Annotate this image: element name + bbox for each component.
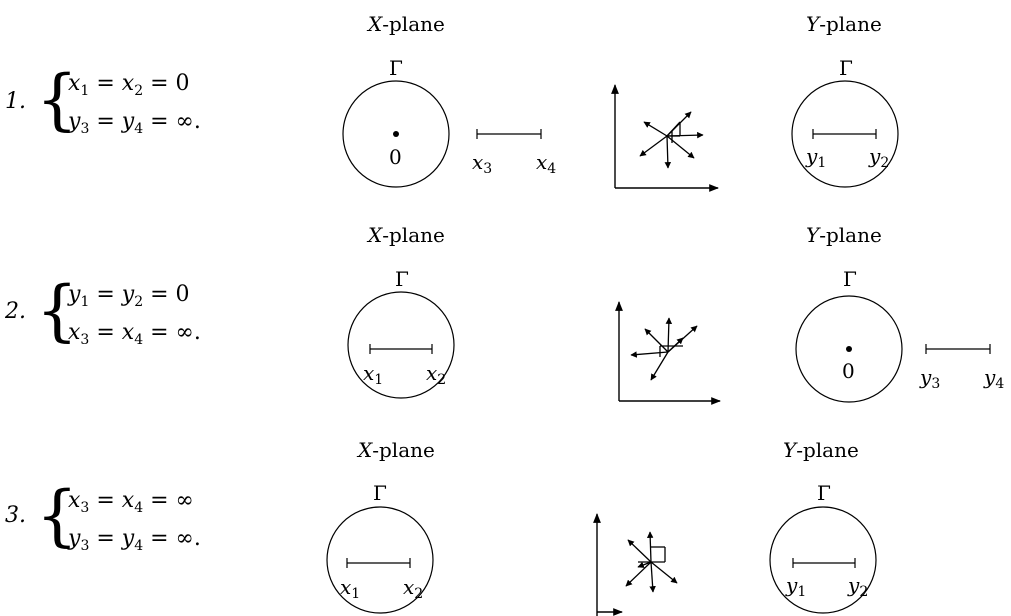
x-plane-title: X-plane [366,12,445,36]
row-2-x-plane: X-plane Γ x1 x2 [347,223,455,399]
y-plane-title: Y-plane [783,438,859,462]
row-1-arrow-diagram [611,84,719,192]
segment-right-label: y4 [983,365,1004,392]
gamma-label: Γ [839,56,853,80]
segment-right-label: y2 [847,573,868,600]
contour-circle [326,506,434,614]
gamma-label: Γ [817,481,831,505]
origin-label: 0 [389,145,402,169]
segment-right-label: x4 [536,150,556,177]
row-1-eq-1: x1 = x2 = 0 [68,71,190,99]
row-1-conditions: 1. { x1 = x2 = 0 y3 = y4 = ∞. [5,61,201,138]
segment-left-label: y1 [785,573,806,600]
row-2-arrow-diagram [615,301,721,405]
gamma-label: Γ [843,267,857,291]
cut-segment [369,344,433,354]
origin-dot [393,131,399,137]
contour-circle [795,295,903,403]
row-1-eq-2: y3 = y4 = ∞. [67,109,201,137]
segment-right-label: x2 [403,575,423,602]
contour-circle [791,80,899,188]
row-3-number: 3. [5,503,26,528]
segment-left-label: y1 [805,144,826,171]
gamma-label: Γ [389,56,403,80]
origin-label: 0 [842,359,855,383]
row-1-brace: { [36,61,78,138]
x-plane-title: X-plane [356,438,435,462]
row-3-x-plane: X-plane Γ x1 x2 [326,438,435,614]
cut-segment [476,129,542,139]
row-2-eq-2: x3 = x4 = ∞. [68,320,201,348]
row-2: 2. { y1 = y2 = 0 x3 = x4 = ∞. X-plane Γ … [4,223,1004,405]
row-1-y-plane: Y-plane Γ y1 y2 [791,12,899,188]
segment-left-label: x1 [363,361,383,388]
row-3-arrow-diagram [593,513,678,616]
segment-right-label: y2 [868,144,889,171]
arrow-star [639,111,704,169]
segment-left-label: x1 [340,575,360,602]
row-3-conditions: 3. { x3 = x4 = ∞ y3 = y4 = ∞. [5,477,201,554]
y-plane-title: Y-plane [806,12,882,36]
row-2-conditions: 2. { y1 = y2 = 0 x3 = x4 = ∞. [4,272,201,349]
row-2-number: 2. [4,299,26,324]
row-2-eq-1: y1 = y2 = 0 [67,282,190,310]
cut-segment [792,558,856,568]
contour-circle [769,506,877,614]
origin-dot [846,346,852,352]
cut-segment [812,129,877,139]
row-3-eq-2: y3 = y4 = ∞. [67,526,201,554]
arrow-star [630,317,698,381]
row-1-number: 1. [5,89,26,114]
contour-circle [342,80,450,188]
row-3-y-plane: Y-plane Γ y1 y2 [769,438,877,614]
row-1: 1. { x1 = x2 = 0 y3 = y4 = ∞. X-plane Γ … [5,12,899,192]
contour-circle [347,291,455,399]
row-3-brace: { [36,477,78,554]
segment-right-label: x2 [426,361,446,388]
row-3: 3. { x3 = x4 = ∞ y3 = y4 = ∞. X-plane Γ … [5,438,877,616]
row-1-x-plane: X-plane Γ 0 x3 x4 [342,12,556,188]
gamma-label: Γ [373,481,387,505]
row-3-eq-1: x3 = x4 = ∞ [68,488,194,516]
gamma-label: Γ [395,267,409,291]
arrow-star [625,531,678,593]
y-plane-title: Y-plane [806,223,882,247]
segment-left-label: x3 [472,150,492,177]
row-2-brace: { [36,272,78,349]
x-plane-title: X-plane [366,223,445,247]
segment-left-label: y3 [919,365,940,392]
cut-segment [925,344,991,354]
cut-segment [346,558,411,568]
row-2-y-plane: Y-plane Γ 0 y3 y4 [795,223,1004,403]
